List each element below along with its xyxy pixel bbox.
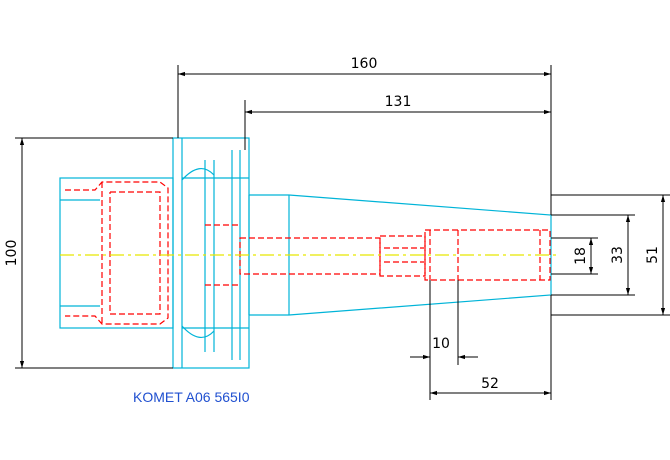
- part-number-label: KOMET A06 565I0: [133, 389, 250, 405]
- dim-taper-length: 131: [385, 94, 412, 110]
- dimension-labels: 160 131 100 51 33 18 10 52: [4, 56, 661, 392]
- part-outline: [59, 137, 552, 369]
- dim-nose-diameter: 51: [645, 246, 661, 264]
- dim-inner-diameter: 18: [573, 247, 589, 265]
- dim-detail-width: 10: [432, 336, 450, 352]
- dimension-lines: [15, 65, 670, 400]
- dim-bore-diameter: 33: [610, 246, 626, 264]
- hidden-lines: [65, 181, 551, 325]
- dim-flange-diameter: 100: [4, 240, 20, 267]
- dim-detail-length: 52: [481, 376, 499, 392]
- dim-overall-length: 160: [351, 56, 378, 72]
